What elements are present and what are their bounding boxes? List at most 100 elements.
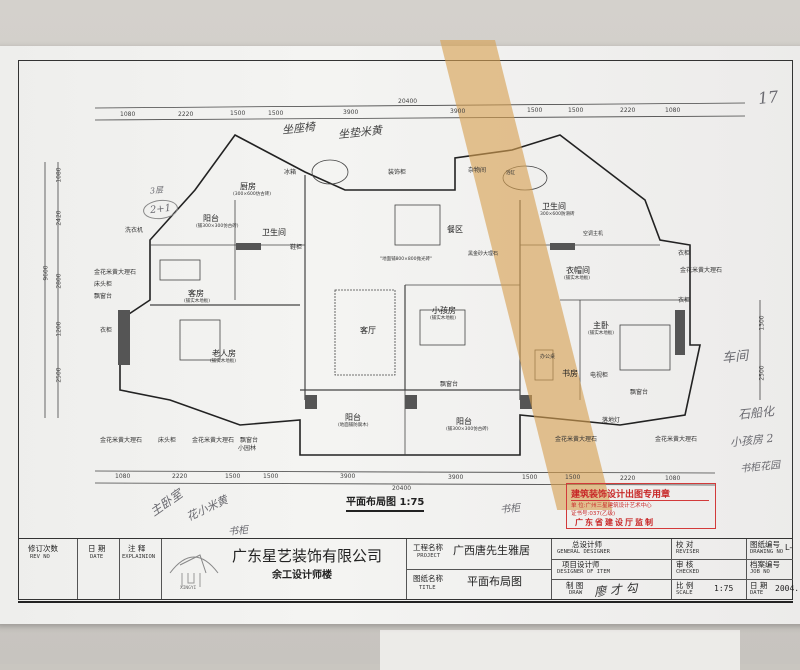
dim-label: 2220 <box>172 473 188 480</box>
dim-label: 1500 <box>225 473 241 480</box>
rev-cell: 修订次数 REV NO <box>18 539 78 599</box>
room-bath-left: 卫生间 <box>262 228 286 237</box>
date2-label: 日 期 <box>750 581 768 590</box>
date2-en: DATE <box>750 590 764 596</box>
job-no-label: 档案编号 <box>750 560 780 569</box>
drawing-no-label: 图纸编号 <box>750 540 780 549</box>
room-note: (铺300×300仿古砖) <box>446 427 489 432</box>
callout-bay-window: 飘窗台 <box>240 437 259 444</box>
dim-label: 1080 <box>115 473 131 480</box>
dim-label: 3900 <box>340 473 356 480</box>
top-total-dim-line <box>94 102 746 109</box>
floor-lamp-label: 落地灯 <box>602 417 621 424</box>
drawing-no-value: L- <box>785 543 793 552</box>
callout-marble: 金花米黄大理石 <box>94 269 137 276</box>
explain-cell: 注 释 EXPLAINION <box>120 539 162 599</box>
company-cell: XINGYI 广东星艺装饰有限公司 余工设计师楼 <box>162 539 407 599</box>
dim-label: 3900 <box>343 109 359 116</box>
aircon-label: 空调主机 <box>583 231 604 237</box>
checked-en: CHECKED <box>676 569 700 575</box>
room-master: 主卧 <box>593 321 609 330</box>
handwritten-note: 3层 <box>149 185 164 196</box>
callout-marble: 金花米黄大理石 <box>100 437 143 444</box>
room-note: (铺实木地板) <box>430 316 457 321</box>
project-label: 工程名称 <box>413 543 443 552</box>
kids-bed <box>419 309 466 346</box>
total-width-label: 20400 <box>392 485 412 492</box>
xingyi-logo <box>169 554 219 587</box>
second-sheet <box>380 630 740 670</box>
handwritten-note: 坐座椅 <box>281 120 316 137</box>
callout-wardrobe: 衣柜 <box>678 297 691 304</box>
callout-bay-window: 飘窗台 <box>440 381 459 388</box>
plan-title: 平面布局图 1:75 <box>346 498 425 512</box>
logo-text: XINGYI <box>180 586 197 591</box>
wall-column <box>118 310 130 365</box>
general-designer-en: GENERAL DESIGNER <box>557 549 610 555</box>
handwritten-note: 车间 <box>721 348 749 367</box>
fridge-label: 冰箱 <box>284 169 297 176</box>
shoe-cabinet-label: 鞋柜 <box>290 244 303 251</box>
project-name: 广西唐先生雅居 <box>453 544 530 557</box>
drawing-border <box>18 60 793 600</box>
room-note: (铺实木地板) <box>564 276 591 281</box>
scale-en: SCALE <box>676 590 693 596</box>
explain-label: 注 释 <box>128 544 146 553</box>
drawing-no-en: DRAWING NO <box>750 549 784 555</box>
dining-table <box>394 204 441 246</box>
stamp-title: 建筑装饰设计出图专用章 <box>571 487 709 501</box>
drawing-title: 平面布局图 <box>467 575 522 588</box>
small-garden-label: 小园林 <box>238 445 257 452</box>
washer-label: 洗衣机 <box>125 227 144 234</box>
dim-label: 1500 <box>230 110 246 117</box>
fountain-planter <box>311 159 349 185</box>
stamp-line: 证书号:037(乙级) <box>571 511 616 517</box>
date-label: 日 期 <box>88 544 106 553</box>
dim-label: 9600 <box>42 265 50 281</box>
dim-label: 1080 <box>120 111 136 118</box>
bottom-dim-line <box>94 470 716 474</box>
project-label-en: PROJECT <box>417 553 441 559</box>
rev-no-en: REV NO <box>30 554 50 560</box>
job-no-en: JOB NO <box>750 569 770 575</box>
checked-label: 审 核 <box>676 560 694 569</box>
date-en: DATE <box>90 554 104 560</box>
stamp-line: 单 位:广州三星建筑设计艺术中心 <box>571 503 652 509</box>
dim-label: 3900 <box>448 474 464 481</box>
dim-label: 2420 <box>55 210 63 226</box>
bathtub-label: 浴缸 <box>506 171 515 176</box>
company-name: 广东星艺装饰有限公司 <box>232 547 383 565</box>
callout-wardrobe: 衣柜 <box>100 327 113 334</box>
callout-bay-window: 飘窗台 <box>630 389 649 396</box>
room-balcony-bottom: 阳台 <box>345 413 361 422</box>
draw-signature: 廖 才 勾 <box>593 580 639 600</box>
handwritten-note: 书柜 <box>499 502 521 517</box>
item-designer-en: DESIGNER OF ITEM <box>557 569 610 575</box>
handwritten-note: 17 <box>757 86 780 109</box>
room-study: 书房 <box>562 369 578 378</box>
room-kids: 小孩房 <box>432 306 456 315</box>
room-elder: 老人房 <box>212 349 236 358</box>
callout-black-marble: 黑金砂大理石 <box>468 251 499 257</box>
callout-marble: 金花米黄大理石 <box>680 267 723 274</box>
total-width-label: 20400 <box>398 98 418 105</box>
living-rug <box>334 289 396 376</box>
dim-label: 2500 <box>55 367 63 383</box>
office-name: 余工设计师楼 <box>272 570 332 581</box>
date-cell: 日 期 DATE <box>78 539 120 599</box>
date-value: 2004. <box>775 584 800 593</box>
reviser-label: 校 对 <box>676 540 694 549</box>
draw-en: DRAW <box>569 590 583 596</box>
dim-label: 1080 <box>665 107 681 114</box>
callout-marble: 金花米黄大理石 <box>192 437 235 444</box>
reviser-en: REVISER <box>676 549 700 555</box>
top-dim-line <box>94 115 746 121</box>
drawing-no-cell: 图纸编号 DRAWING NO L- 档案编号 JOB NO 日 期 DATE … <box>747 539 799 599</box>
callout-bay-window: 飘窗台 <box>94 293 113 300</box>
draw-label: 制 图 <box>566 581 584 590</box>
room-note: "地面铺800×800抛光砖" <box>380 257 433 262</box>
dim-label: 1200 <box>55 321 63 337</box>
title-block: 修订次数 REV NO 日 期 DATE 注 释 EXPLAINION XING… <box>18 538 799 603</box>
callout-wardrobe: 衣柜 <box>678 250 691 257</box>
